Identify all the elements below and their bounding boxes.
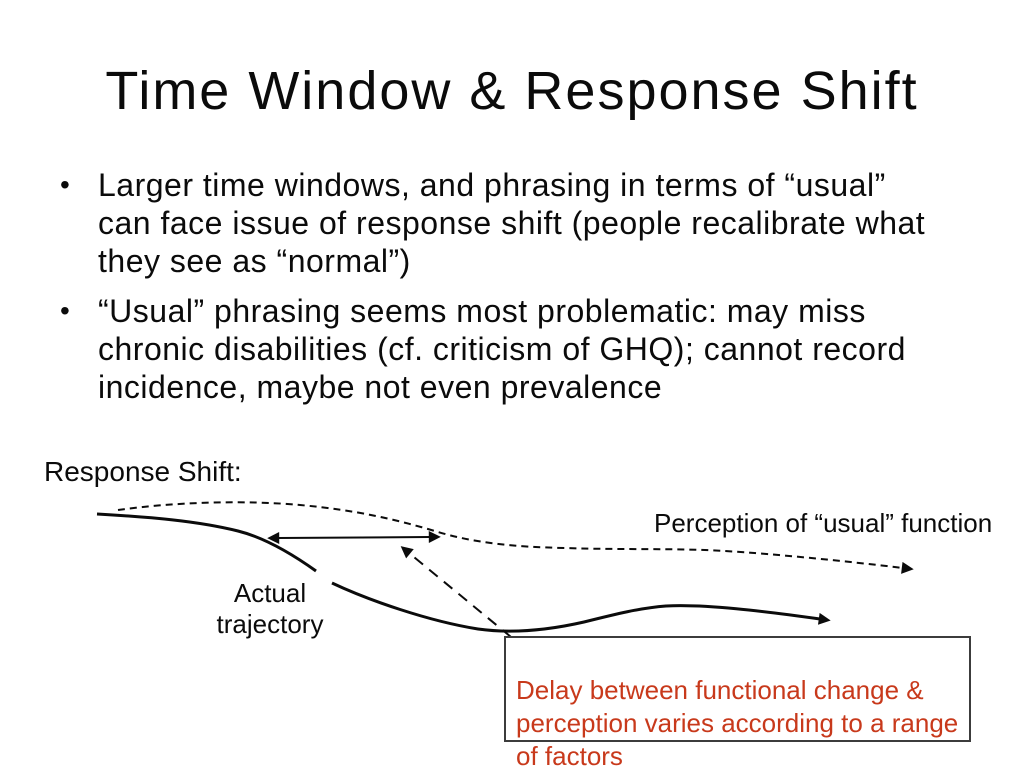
callout-arrow <box>400 546 512 638</box>
slide-title: Time Window & Response Shift <box>105 61 919 121</box>
bullet-marker: • <box>60 169 71 200</box>
bullet-text-1: Larger time windows, and phrasing in ter… <box>98 167 926 279</box>
actual-curve-upper <box>96 512 317 573</box>
bullet-list: • Larger time windows, and phrasing in t… <box>60 166 980 406</box>
bullet-marker: • <box>60 295 71 326</box>
callout-text: Delay between functional change & percep… <box>516 675 959 768</box>
bullet-item-1: • Larger time windows, and phrasing in t… <box>60 166 980 280</box>
actual-curve-lower <box>331 581 831 633</box>
bullet-item-2: • “Usual” phrasing seems most problemati… <box>60 292 980 406</box>
bullet-text-2: “Usual” phrasing seems most problematic:… <box>98 293 906 405</box>
callout-box: Delay between functional change & percep… <box>504 636 971 768</box>
time-shift-arrow <box>267 531 441 544</box>
actual-trajectory-label: Actual trajectory <box>216 578 324 639</box>
perception-label: Perception of “usual” function <box>654 508 993 538</box>
diagram-heading: Response Shift: <box>44 456 242 487</box>
